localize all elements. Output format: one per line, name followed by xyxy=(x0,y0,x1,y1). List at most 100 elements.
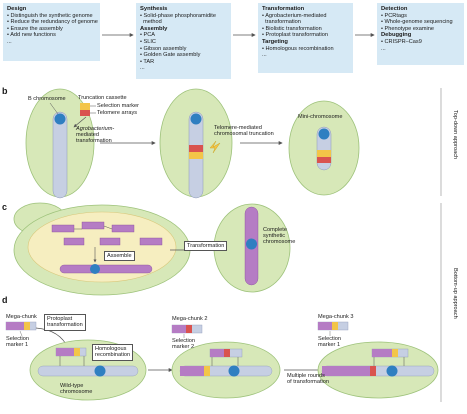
centromere xyxy=(190,113,202,125)
mega-chunk-3-marker xyxy=(332,322,338,330)
truncation-cassette-label: Truncation cassette xyxy=(78,95,127,101)
d2-purple-region xyxy=(180,366,204,376)
d2-incoming-marker xyxy=(224,349,230,357)
d2-yellow-region xyxy=(204,366,210,376)
lightning-icon xyxy=(209,140,221,154)
detection-item: • Phenotype examine xyxy=(381,25,434,32)
telomere-mediated-label-2: chromosomal truncation xyxy=(214,131,274,137)
dna-fragments xyxy=(51,221,163,246)
agro-label-3: transformation xyxy=(76,138,112,144)
centromere xyxy=(386,365,398,377)
centromere xyxy=(318,128,330,140)
transformation-title: Transformation xyxy=(262,6,305,12)
pointer-selection-1 xyxy=(19,330,23,337)
homologous-line-2: recombination xyxy=(95,352,131,359)
selection-1-label-2: marker 1 xyxy=(6,342,29,348)
complete-label-1: Complete xyxy=(263,227,287,233)
assembly-item: • SLIC xyxy=(140,38,156,45)
debugging-item: ... xyxy=(381,45,386,52)
targeting-title: Targeting xyxy=(262,38,288,45)
top-down-label: Top-down approach xyxy=(452,110,458,160)
fragment-join xyxy=(103,225,113,230)
d1-incoming-purple xyxy=(56,348,74,356)
complete-label-2: synthetic xyxy=(263,233,286,239)
transformation-label-c: Transformation xyxy=(184,241,228,252)
detection-item: • Whole-genome sequencing xyxy=(381,19,453,26)
assemble-label: Assemble xyxy=(104,251,135,262)
assembly-item: • Golden Gate assembly xyxy=(140,52,201,59)
mini-chromosome-label: Mini-chromosome xyxy=(298,114,343,120)
design-item: • Distinguish the synthetic genome xyxy=(7,12,93,19)
panel-label-d: d xyxy=(2,295,8,305)
synthesis-title: Synthesis xyxy=(140,6,168,12)
assembly-title: Assembly xyxy=(140,25,168,32)
multiple-rounds-label-2: of transformation xyxy=(287,379,329,385)
d3-red-region xyxy=(370,366,376,376)
centromere xyxy=(54,113,66,125)
detection-item: • PCRtags xyxy=(381,12,407,19)
agro-label-1: Agrobacterium- xyxy=(76,126,115,132)
d3-purple-region xyxy=(322,366,370,376)
multiple-rounds-label-1: Multiple rounds xyxy=(287,373,325,379)
mega-chunk-3-purple xyxy=(318,322,332,330)
synthesis-box: Synthesis • Solid-phase phosphoramidite … xyxy=(136,3,231,79)
mega-chunk-1-purple xyxy=(6,322,24,330)
assembly-item: ... xyxy=(140,65,145,72)
debugging-title: Debugging xyxy=(381,32,412,39)
selection-2-label-2: marker 2 xyxy=(172,344,195,350)
selection-3-label-1: Selection xyxy=(318,336,342,342)
selection-marker-label: Selection marker xyxy=(97,103,139,109)
homologous-line-1: Homologous xyxy=(95,346,127,352)
b2-yellow-band xyxy=(189,152,203,159)
wildtype-chromosome xyxy=(37,365,139,377)
d3-incoming-marker xyxy=(392,349,398,357)
design-item: • Add new functions xyxy=(7,32,56,39)
telomere-mediated-label-1: Telomere-mediated xyxy=(214,125,262,131)
assembled-chromosome xyxy=(59,264,153,274)
homologous-label: Homologous recombination xyxy=(92,344,134,361)
assembly-item: • TAR xyxy=(140,58,155,65)
complete-label-3: chromosome xyxy=(263,239,296,245)
b2-red-band xyxy=(189,145,203,152)
mega-chunk-1-label: Mega-chunk xyxy=(6,314,37,320)
transformation-item: • Biolistic transformation xyxy=(262,25,322,32)
transformation-item: • Protoplast transformation xyxy=(262,32,329,39)
debugging-item: • CRISPR–Cas9 xyxy=(381,38,422,45)
mega-chunk-2-marker xyxy=(186,325,192,333)
wildtype-label-2: chromosome xyxy=(60,389,93,395)
cassette-red xyxy=(80,110,90,116)
protoplast-label: Protoplast transformation xyxy=(44,314,86,331)
design-item: • Reduce the redundancy of genome xyxy=(7,19,98,26)
d1-incoming-marker xyxy=(74,348,80,356)
pointer-b-chromosome xyxy=(49,102,59,115)
protoplast-line-1: Protoplast xyxy=(47,316,73,322)
centromere xyxy=(94,365,106,377)
cassette-yellow xyxy=(80,103,90,110)
design-title: Design xyxy=(7,6,27,12)
assembly-item: • PCA xyxy=(140,32,156,39)
centromere xyxy=(228,365,240,377)
centromere xyxy=(246,238,257,250)
panel-label-c: c xyxy=(2,202,8,212)
mini-yellow-band xyxy=(317,150,331,157)
b-chromosome-label: B chromosome xyxy=(28,96,66,102)
targeting-item: ... xyxy=(262,52,267,59)
bottom-up-label: Bottom-up approach xyxy=(452,268,458,319)
assembly-item: • Gibson assembly xyxy=(140,45,187,52)
centromere xyxy=(90,264,100,274)
d2-incoming-purple xyxy=(210,349,224,357)
detection-title: Detection xyxy=(381,6,408,12)
synthesis-item: method xyxy=(140,19,162,26)
mega-chunk-2-purple xyxy=(172,325,186,333)
transformation-item: transformation xyxy=(262,19,301,26)
protoplast-line-2: transformation xyxy=(47,322,83,329)
selection-3-label-2: marker 1 xyxy=(318,342,341,348)
design-item: ... xyxy=(7,38,12,45)
b-chromosome-body xyxy=(52,111,68,199)
d3-incoming-purple xyxy=(372,349,392,357)
mini-red-band xyxy=(317,157,331,163)
design-box: Design • Distinguish the synthetic genom… xyxy=(3,3,100,61)
telomere-arrays-label: Telomere arrays xyxy=(97,110,138,116)
mega-chunk-3-label: Mega-chunk 3 xyxy=(318,314,354,320)
